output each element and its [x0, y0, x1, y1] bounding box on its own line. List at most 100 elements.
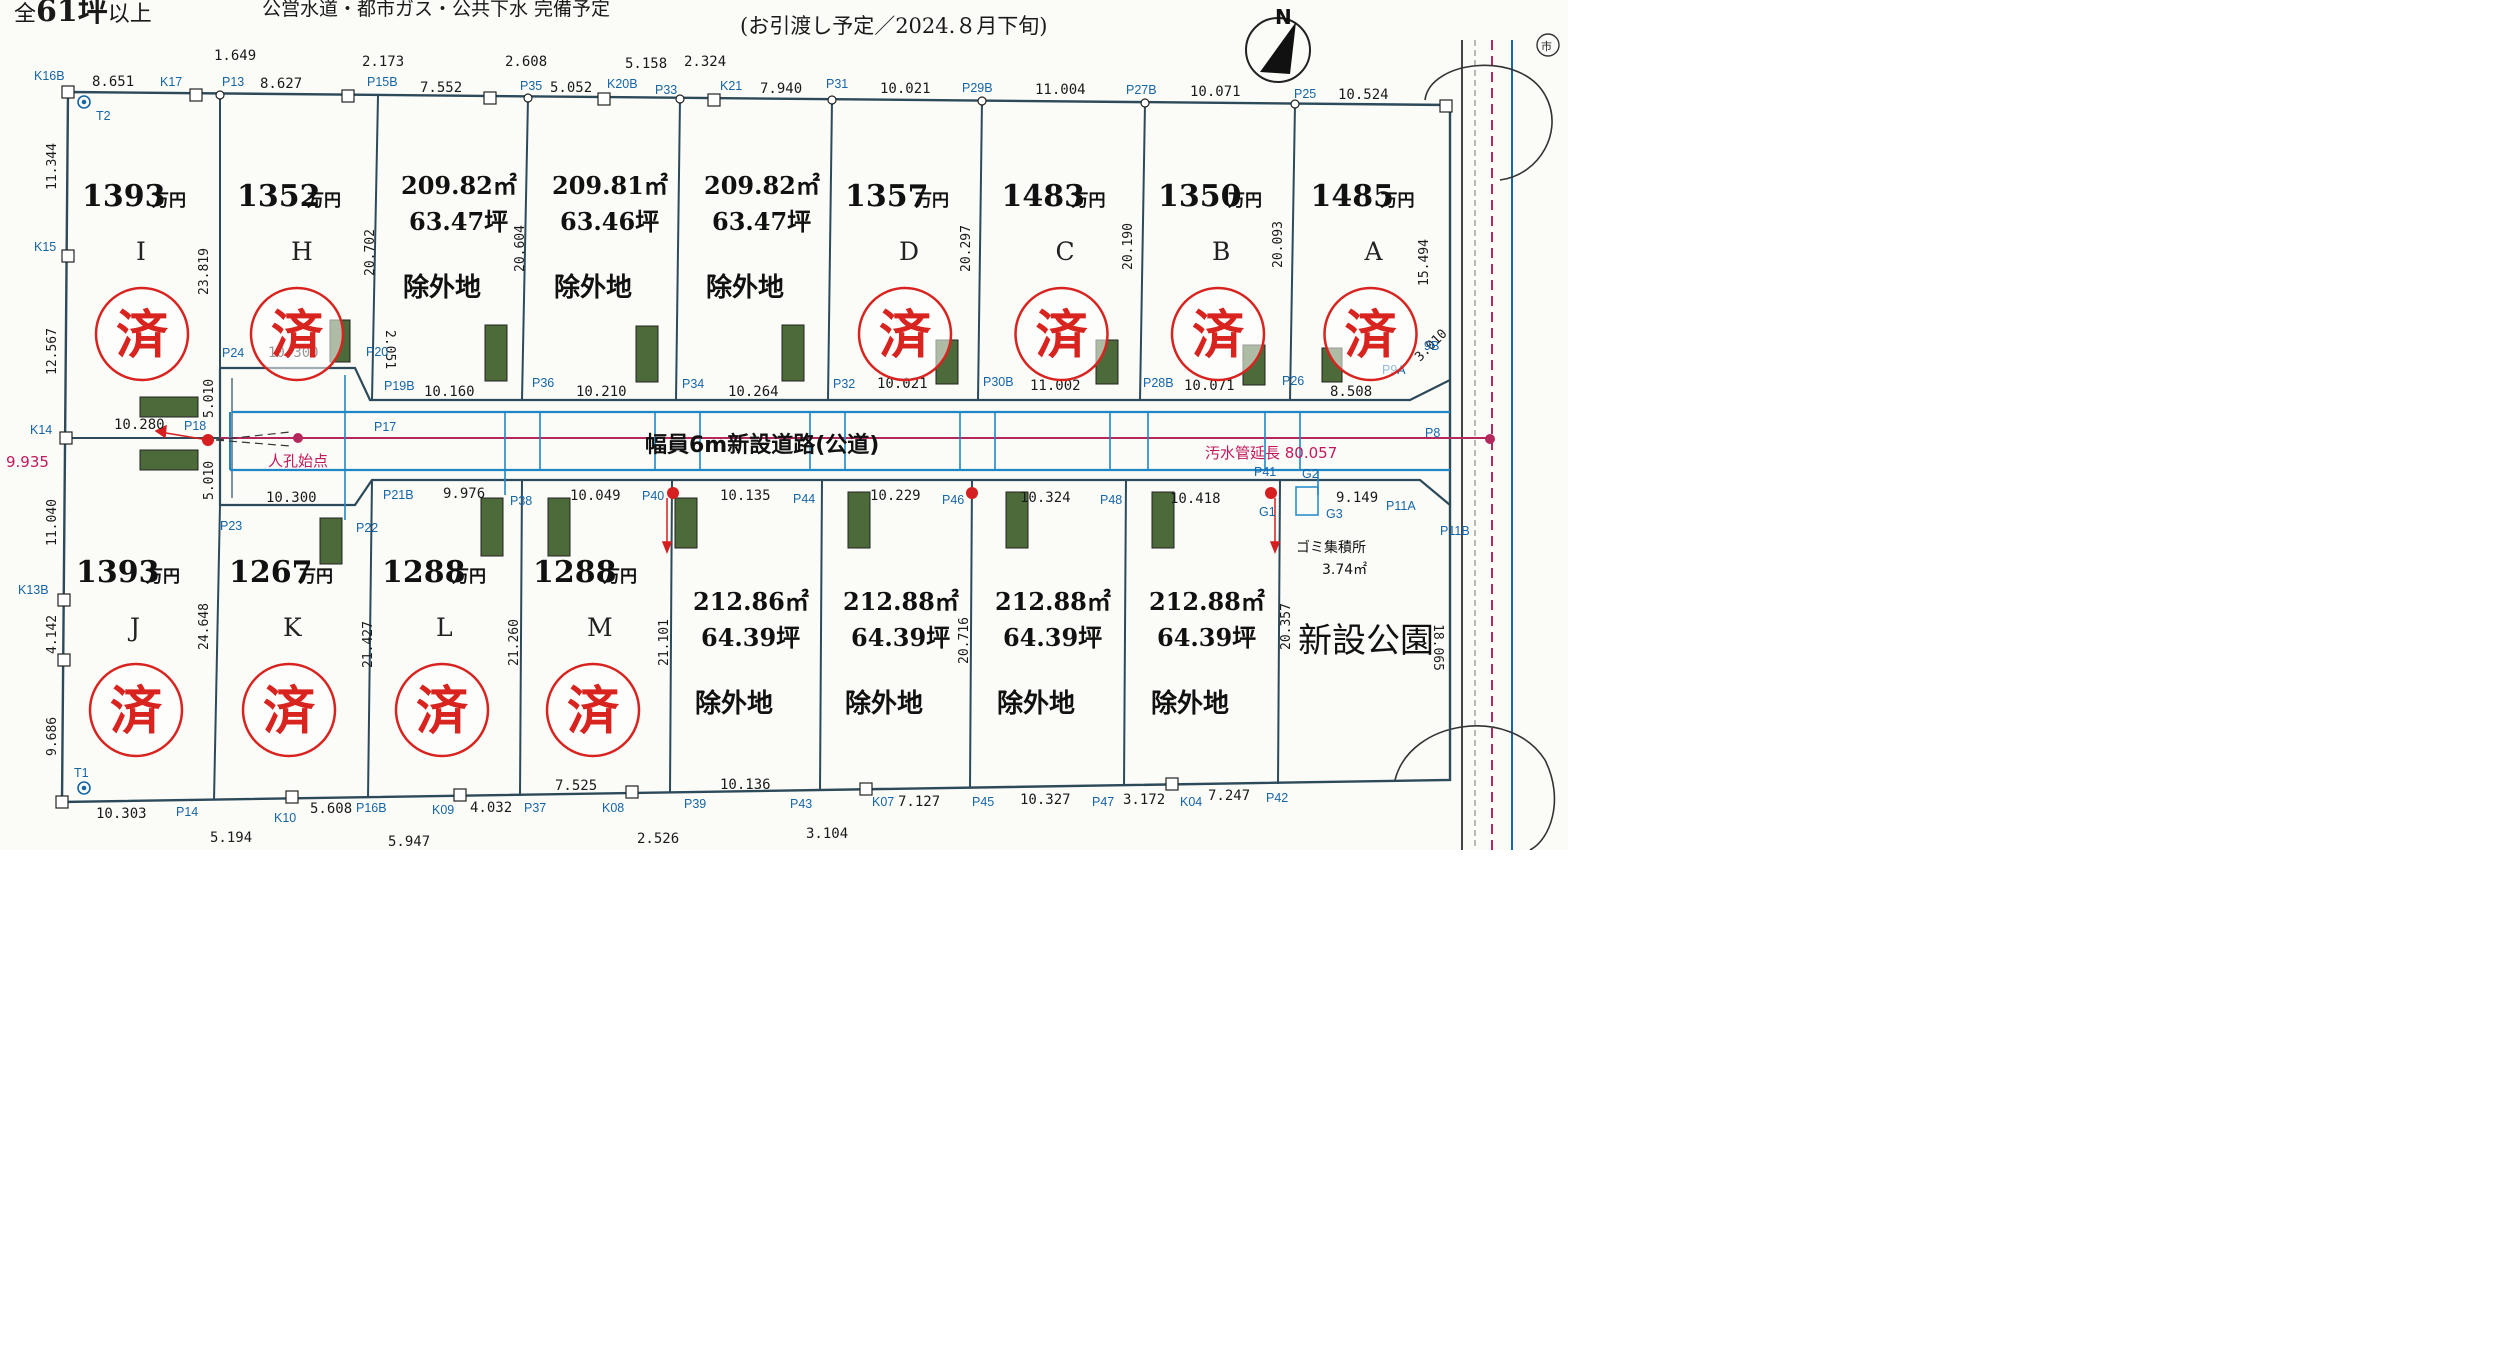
south-boundary-dim: 10.136 [720, 777, 771, 793]
north-boundary-dim: 1.649 [214, 48, 256, 64]
lot-id: J [127, 613, 140, 642]
survey-point-label: P11B [1440, 524, 1470, 538]
lot-id: H [291, 237, 313, 266]
survey-point-label: P15B [367, 75, 398, 89]
lot-area-tsubo: 64.39坪 [851, 623, 950, 652]
lot-id: C [1056, 237, 1075, 266]
north-boundary-dim: 10.021 [880, 81, 931, 97]
survey-point-label: K21 [720, 79, 742, 93]
sold-stamp-label: 済 [879, 306, 932, 366]
sold-stamp-label: 済 [567, 682, 620, 742]
survey-point-label: P27B [1126, 83, 1157, 97]
survey-point-label: P41 [1254, 465, 1276, 479]
survey-point-label: P29B [962, 81, 993, 95]
south-boundary-dim: 7.525 [555, 778, 597, 794]
north-boundary-dim: 10.524 [1338, 87, 1389, 103]
lot-depth-dim: 20.357 [1279, 603, 1294, 650]
survey-point-label: P22 [356, 521, 378, 535]
survey-point-label: P20 [366, 345, 388, 359]
survey-point-label: K14 [30, 423, 52, 437]
north-lot-dividers [219, 95, 1296, 401]
road-north-dim: 11.002 [1030, 378, 1081, 394]
survey-point-label: P48 [1100, 493, 1122, 507]
road-north-dim: 10.210 [576, 384, 627, 400]
sewer-length-label: 汚水管延長 80.057 [1205, 444, 1337, 462]
lot-size-suffix: 以上 [107, 2, 152, 27]
sold-stamp-icon [88, 662, 184, 758]
road-north-dim: 10.160 [424, 384, 475, 400]
survey-point-label: P43 [790, 797, 812, 811]
sold-stamp-icon [1323, 286, 1418, 382]
lot-area-tsubo: 64.39坪 [1157, 623, 1256, 652]
manhole-start-label: 人孔始点 [268, 452, 328, 470]
sold-stamp-icon [1170, 286, 1266, 382]
west-boundary-dim: 9.686 [45, 717, 60, 756]
survey-point-label: K20B [607, 77, 638, 91]
road-south-dim: 10.135 [720, 488, 771, 504]
excluded-lot-label: 除外地 [1151, 688, 1229, 719]
lot-price-unit: 万円 [306, 191, 341, 211]
lot-depth-dim: 20.190 [1121, 223, 1136, 270]
lot-area-sqm: 209.82㎡ [401, 171, 517, 200]
sold-stamp-label: 済 [263, 682, 316, 742]
lot-area-tsubo: 63.47坪 [712, 207, 811, 236]
lot-id: B [1212, 237, 1230, 266]
road-south-dim: 10.324 [1020, 490, 1071, 506]
survey-point-label: P19B [384, 379, 415, 393]
lot-id: K [283, 613, 303, 642]
lot-depth-dim: 21.101 [657, 619, 672, 666]
lot-price-unit: 万円 [1227, 191, 1262, 211]
road-north-dim: 8.508 [1330, 384, 1372, 400]
south-lot-dividers [213, 479, 1281, 801]
survey-point-label: P42 [1266, 791, 1288, 805]
south-boundary-dim: 4.032 [470, 800, 512, 816]
small-dim: 5.010 [202, 461, 217, 500]
north-boundary-dim: 7.940 [760, 81, 802, 97]
north-boundary-dim: 5.158 [625, 56, 667, 72]
excluded-lot-label: 除外地 [403, 272, 481, 303]
lot-id: L [436, 613, 453, 642]
north-boundary-dim: 5.052 [550, 80, 592, 96]
excluded-lot-label: 除外地 [997, 688, 1075, 719]
lot-price-unit: 万円 [298, 567, 333, 587]
lot-area-sqm: 212.86㎡ [693, 587, 809, 616]
north-boundary-dim: 10.071 [1190, 84, 1241, 100]
lot-area-sqm: 212.88㎡ [995, 587, 1111, 616]
sold-stamp-label: 済 [416, 682, 469, 742]
south-boundary-dim: 10.327 [1020, 792, 1071, 808]
lot-area-tsubo: 63.46坪 [560, 207, 659, 236]
site-plan-page: 全61坪以上 公営水道・都市ガス・公共下水 完備予定 (お引渡し予定／2024.… [0, 0, 1568, 850]
lot-price: 1352 [237, 179, 321, 214]
road-width-left: 9.935 [6, 453, 49, 471]
lot-price: 1483 [1002, 179, 1086, 214]
survey-point-label: P36 [532, 376, 554, 390]
road-south-dim: 10.229 [870, 488, 921, 504]
survey-point-label: P46 [942, 493, 964, 507]
west-boundary-dim: 12.567 [45, 328, 60, 375]
survey-point-label: P32 [833, 377, 855, 391]
lot-size-prefix: 全 [14, 2, 37, 27]
lot-price: 1288 [533, 555, 617, 590]
lot-area-sqm: 212.88㎡ [1149, 587, 1265, 616]
road-south-dim: 10.049 [570, 488, 621, 504]
survey-point-label: P21B [383, 488, 414, 502]
survey-point-label: P35 [520, 79, 542, 93]
survey-point-label: P18 [184, 419, 206, 433]
survey-point-label: P17 [374, 420, 396, 434]
survey-point-label: P34 [682, 377, 704, 391]
south-boundary-dim: 2.526 [637, 831, 679, 847]
site-plan-drawing: N 市 [6, 5, 1560, 850]
survey-point-label: K04 [1180, 795, 1202, 809]
small-dim: 5.010 [202, 379, 217, 418]
lot-price: 1288 [382, 555, 466, 590]
survey-point-label: P44 [793, 492, 815, 506]
survey-point-label: K16B [34, 69, 65, 83]
excluded-lot-label: 除外地 [845, 688, 923, 719]
lot-depth-dim: 24.648 [197, 603, 212, 650]
building-markers [139, 319, 1343, 565]
survey-point-label: P40 [642, 489, 664, 503]
lot-depth-dim: 23.819 [197, 248, 212, 295]
lot-area-tsubo: 63.47坪 [409, 207, 508, 236]
survey-point-label: K09 [432, 803, 454, 817]
